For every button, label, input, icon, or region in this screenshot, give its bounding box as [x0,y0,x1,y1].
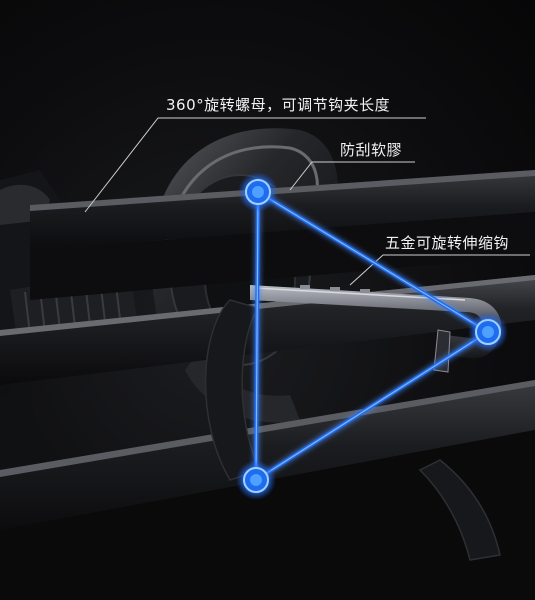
triangle-node-right [468,312,508,352]
callout-leader-lines [84,117,530,286]
leader-line-hook [349,254,530,286]
stability-triangle [253,188,492,484]
leader-line-rubber [289,161,415,191]
triangle-node-bottom [236,460,276,500]
triangle-highlight [255,190,490,482]
callout-telescopic-hook: 五金可旋转伸缩钩 [385,234,510,252]
triangle-node-top [238,172,278,212]
vent-slat-lower [0,380,535,600]
vent-slat-upper [30,170,535,300]
callout-anti-scratch-rubber: 防刮软膠 [340,141,403,159]
leader-line-nut [84,117,426,213]
callout-rotating-nut: 360°旋转螺母，可调节钩夹长度 [166,96,391,114]
